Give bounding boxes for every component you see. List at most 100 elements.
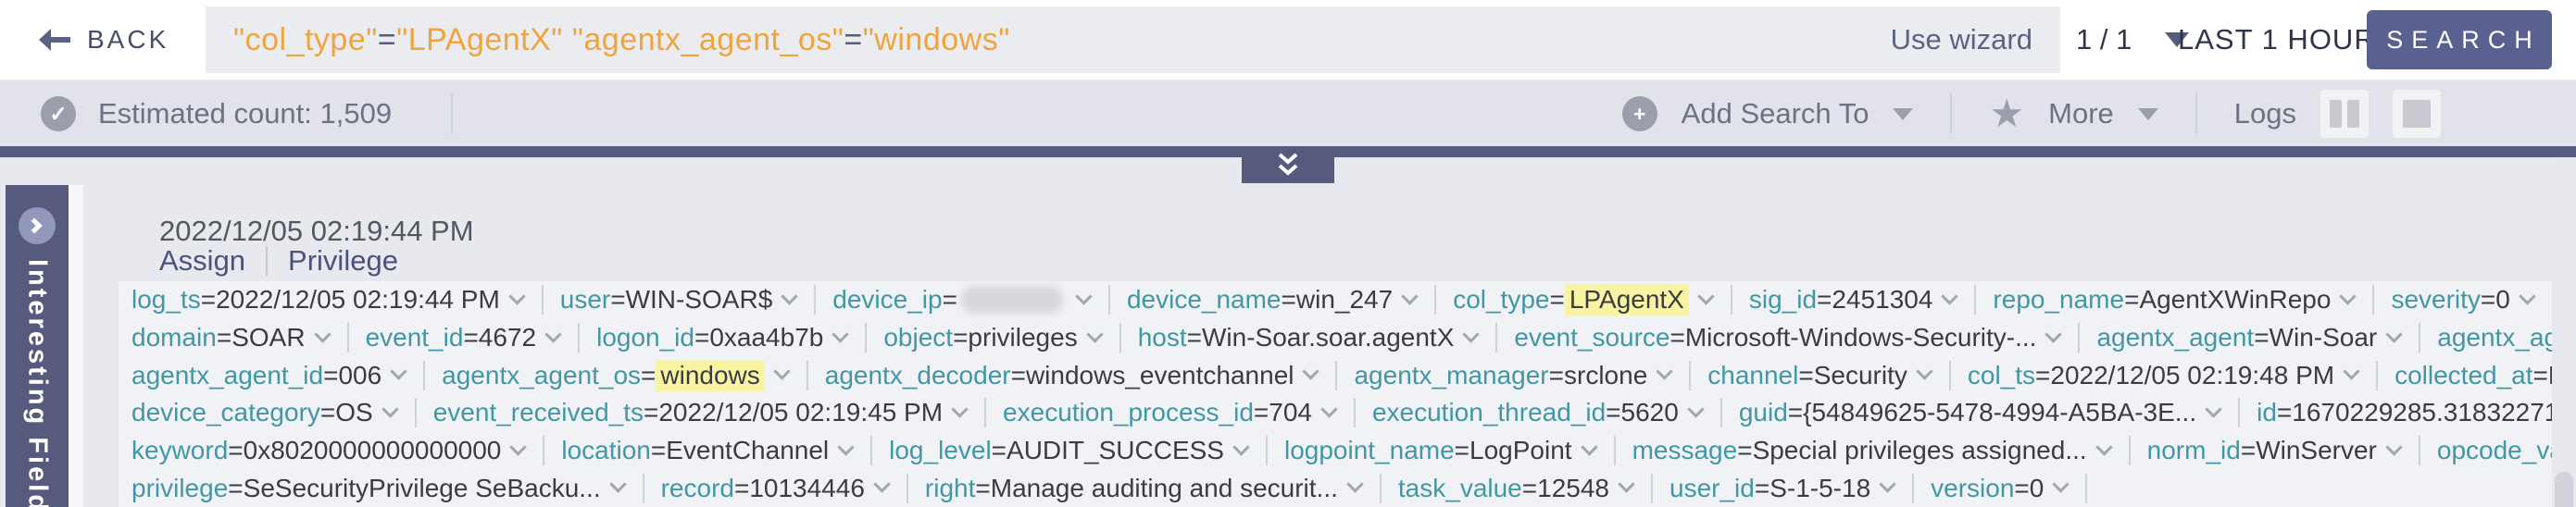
- field-chip-version[interactable]: version=0: [1931, 474, 2069, 503]
- field-chip-col_type[interactable]: col_type=LPAgentX: [1453, 284, 1714, 315]
- chevron-down-icon[interactable]: [1320, 401, 1337, 417]
- field-chip-severity[interactable]: severity=0: [2391, 285, 2534, 315]
- chevron-down-icon[interactable]: [510, 439, 527, 455]
- field-chip-location[interactable]: location=EventChannel: [561, 436, 854, 465]
- field-chip-execution_process_id[interactable]: execution_process_id=704: [1003, 398, 1337, 427]
- chevron-down-icon[interactable]: [1346, 476, 1363, 492]
- field-chip-user[interactable]: user=WIN-SOAR$: [560, 285, 798, 315]
- chevron-down-icon[interactable]: [2138, 108, 2158, 120]
- field-chip-right[interactable]: right=Manage auditing and securit...: [925, 474, 1363, 503]
- chevron-down-icon[interactable]: [2343, 363, 2359, 379]
- field-chip-opcode_value[interactable]: opcode_value=0: [2437, 436, 2554, 465]
- chevron-down-icon[interactable]: [1916, 363, 1932, 379]
- chevron-down-icon[interactable]: [2386, 326, 2403, 342]
- chevron-down-icon[interactable]: [544, 326, 561, 342]
- chevron-down-icon[interactable]: [1086, 326, 1103, 342]
- chevron-down-icon[interactable]: [1942, 288, 1958, 304]
- chevron-down-icon[interactable]: [951, 401, 968, 417]
- field-chip-event_id[interactable]: event_id=4672: [366, 323, 562, 352]
- field-chip-id[interactable]: id=1670229285.31832271: [2257, 398, 2554, 427]
- chevron-down-icon[interactable]: [837, 439, 854, 455]
- field-chip-log_ts[interactable]: log_ts=2022/12/05 02:19:44 PM: [131, 285, 525, 315]
- interesting-fields-sidebar[interactable]: Interesting Fields: [6, 185, 69, 507]
- add-search-to-dropdown[interactable]: Add Search To: [1682, 97, 1869, 130]
- chevron-down-icon[interactable]: [1879, 476, 1895, 492]
- chevron-down-icon[interactable]: [508, 288, 525, 304]
- field-chip-logon_id[interactable]: logon_id=0xaa4b7b: [596, 323, 848, 352]
- field-chip-col_ts[interactable]: col_ts=2022/12/05 02:19:48 PM: [1968, 361, 2359, 390]
- field-chip-logpoint_name[interactable]: logpoint_name=LogPoint: [1284, 436, 1597, 465]
- chevron-down-icon[interactable]: [1697, 288, 1714, 304]
- field-chip-execution_thread_id[interactable]: execution_thread_id=5620: [1372, 398, 1704, 427]
- scrollbar-thumb[interactable]: [2555, 472, 2573, 507]
- search-input[interactable]: "col_type"="LPAgentX" "agentx_agent_os"=…: [206, 6, 2060, 73]
- chevron-down-icon[interactable]: [1893, 108, 1913, 120]
- chevron-down-icon[interactable]: [832, 326, 849, 342]
- field-chip-object[interactable]: object=privileges: [883, 323, 1102, 352]
- chevron-down-icon[interactable]: [2385, 439, 2402, 455]
- chevron-down-icon[interactable]: [2340, 288, 2357, 304]
- field-chip-agentx_agent[interactable]: agentx_agent=Win-Soar: [2096, 323, 2402, 352]
- pagination-dropdown[interactable]: 1 / 1: [2076, 0, 2189, 80]
- chevron-down-icon[interactable]: [390, 363, 406, 379]
- chevron-down-icon[interactable]: [1657, 363, 1673, 379]
- collapse-panel-tab[interactable]: [1242, 146, 1334, 183]
- field-chip-agentx_agent_os[interactable]: agentx_agent_os=windows: [442, 360, 790, 391]
- field-chip-sig_id[interactable]: sig_id=2451304: [1749, 285, 1958, 315]
- chevron-down-icon[interactable]: [2205, 401, 2221, 417]
- privilege-link[interactable]: Privilege: [288, 244, 398, 278]
- field-chip-record[interactable]: record=10134446: [661, 474, 890, 503]
- chevron-down-icon[interactable]: [873, 476, 890, 492]
- field-chip-device_name[interactable]: device_name=win_247: [1127, 285, 1418, 315]
- chevron-down-icon[interactable]: [1618, 476, 1634, 492]
- use-wizard-link[interactable]: Use wizard: [1891, 23, 2060, 56]
- field-chip-host[interactable]: host=Win-Soar.soar.agentX: [1138, 323, 1480, 352]
- field-chip-user_id[interactable]: user_id=S-1-5-18: [1669, 474, 1895, 503]
- chevron-down-icon[interactable]: [1232, 439, 1249, 455]
- chevron-down-icon[interactable]: [2095, 439, 2112, 455]
- field-chip-privilege[interactable]: privilege=SeSecurityPrivilege SeBacku...: [131, 474, 626, 503]
- chevron-down-icon[interactable]: [1303, 363, 1319, 379]
- field-chip-guid[interactable]: guid={54849625-5478-4994-A5BA-3E...: [1739, 398, 2221, 427]
- split-view-button[interactable]: [2320, 90, 2369, 138]
- more-dropdown[interactable]: More: [2048, 97, 2114, 130]
- field-chip-event_source[interactable]: event_source=Microsoft-Windows-Security-…: [1514, 323, 2061, 352]
- expand-sidebar-button[interactable]: [19, 207, 56, 244]
- chevron-down-icon[interactable]: [609, 476, 626, 492]
- field-chip-keyword[interactable]: keyword=0x8020000000000000: [131, 436, 526, 465]
- field-chip-agentx_manager[interactable]: agentx_manager=srclone: [1354, 361, 1672, 390]
- chevron-down-icon[interactable]: [381, 401, 398, 417]
- field-chip-task_value[interactable]: task_value=12548: [1398, 474, 1634, 503]
- chevron-down-icon[interactable]: [1687, 401, 1704, 417]
- chevron-down-icon[interactable]: [2053, 476, 2070, 492]
- back-button[interactable]: BACK: [39, 0, 169, 80]
- scrollbar-track[interactable]: [2552, 157, 2576, 507]
- field-chip-norm_id[interactable]: norm_id=WinServer: [2147, 436, 2402, 465]
- chevron-down-icon[interactable]: [773, 363, 790, 379]
- field-chip-collected_at[interactable]: collected_at=LogPoint: [2395, 361, 2554, 390]
- field-chip-repo_name[interactable]: repo_name=AgentXWinRepo: [1993, 285, 2356, 315]
- field-chip-log_level[interactable]: log_level=AUDIT_SUCCESS: [889, 436, 1249, 465]
- field-chip-message[interactable]: message=Special privileges assigned...: [1632, 436, 2112, 465]
- chevron-down-icon[interactable]: [1075, 288, 1092, 304]
- chevron-down-icon[interactable]: [314, 326, 331, 342]
- search-query[interactable]: "col_type"="LPAgentX" "agentx_agent_os"=…: [206, 22, 1010, 58]
- field-chip-agentx_agent_id[interactable]: agentx_agent_id=006: [131, 361, 406, 390]
- field-value: windows: [656, 360, 764, 391]
- search-button[interactable]: SEARCH: [2367, 10, 2552, 69]
- field-chip-agentx_decoder[interactable]: agentx_decoder=windows_eventchannel: [825, 361, 1319, 390]
- field-chip-domain[interactable]: domain=SOAR: [131, 323, 331, 352]
- chevron-down-icon[interactable]: [2519, 288, 2535, 304]
- chevron-down-icon[interactable]: [2045, 326, 2062, 342]
- chevron-down-icon[interactable]: [1581, 439, 1597, 455]
- assign-link[interactable]: Assign: [159, 244, 245, 278]
- full-view-button[interactable]: [2393, 90, 2441, 138]
- field-chip-device_category[interactable]: device_category=OS: [131, 398, 398, 427]
- chevron-down-icon[interactable]: [1401, 288, 1418, 304]
- chevron-down-icon[interactable]: [782, 288, 798, 304]
- field-chip-agentx_agent_address[interactable]: agentx_agent_address=: [2437, 323, 2554, 352]
- field-chip-channel[interactable]: channel=Security: [1707, 361, 1932, 390]
- field-chip-device_ip[interactable]: device_ip=: [832, 285, 1092, 315]
- field-chip-event_received_ts[interactable]: event_received_ts=2022/12/05 02:19:45 PM: [433, 398, 968, 427]
- chevron-down-icon[interactable]: [1463, 326, 1480, 342]
